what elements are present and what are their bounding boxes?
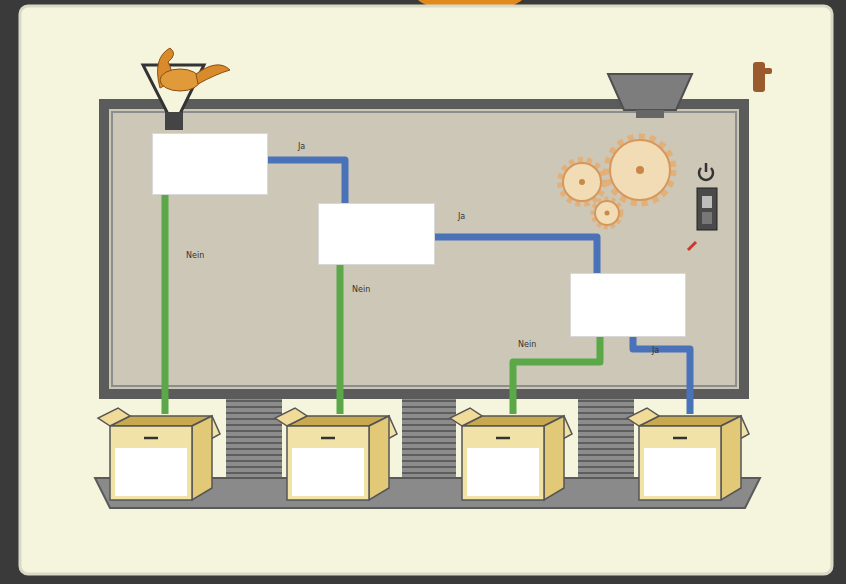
gear-teeth	[607, 137, 673, 203]
carton-label	[467, 448, 539, 496]
output-box	[637, 414, 749, 502]
switch	[697, 188, 717, 230]
connector-pipe	[268, 160, 345, 203]
carton-label	[292, 448, 364, 496]
carton-label	[644, 448, 716, 496]
carton-side	[721, 416, 741, 500]
edge-label: Ja	[458, 212, 465, 221]
carton-flap	[275, 408, 307, 426]
card	[20, 6, 832, 574]
carton-front	[110, 426, 192, 500]
carton-outline	[460, 414, 572, 502]
indicator	[688, 242, 696, 250]
funnel-neck	[165, 112, 183, 130]
carton-label	[115, 448, 187, 496]
edge-label: Nein	[186, 251, 204, 260]
decision-box	[570, 273, 686, 337]
edge-label: Nein	[352, 285, 370, 294]
output-box	[285, 414, 397, 502]
connector-pipe	[633, 337, 690, 414]
machine-leg	[402, 398, 456, 480]
power-symbol	[705, 163, 708, 172]
carton-flap	[450, 408, 482, 426]
carton-side	[369, 416, 389, 500]
log-icon	[762, 68, 772, 74]
machine-leg	[578, 398, 634, 480]
carton-outline	[637, 414, 749, 502]
carton-front	[287, 426, 369, 500]
hopper-neck	[636, 110, 664, 118]
gear	[563, 163, 601, 201]
gear-teeth	[593, 199, 621, 227]
carton-outline	[108, 414, 220, 502]
carton-outline	[285, 414, 397, 502]
carton-front	[462, 426, 544, 500]
carton-handle	[144, 437, 158, 440]
decision-box	[152, 133, 268, 195]
squirrel-tail	[196, 65, 230, 84]
carton-side	[544, 416, 564, 500]
log-icon	[753, 62, 765, 92]
gear-teeth	[560, 160, 604, 204]
switch-knob	[702, 196, 712, 208]
machine-leg	[226, 398, 282, 480]
hopper	[608, 74, 692, 110]
edge-label: Ja	[298, 142, 305, 151]
edge-label: Ja	[652, 346, 659, 355]
gear-hub	[579, 179, 585, 185]
gear	[610, 140, 670, 200]
connector-pipe	[435, 237, 597, 273]
carton-flap	[98, 408, 130, 426]
squirrel-body	[160, 69, 200, 91]
gear	[595, 201, 619, 225]
carton-flap	[627, 408, 659, 426]
edge-label: Nein	[518, 340, 536, 349]
carton-handle	[673, 437, 687, 440]
carton-front	[639, 426, 721, 500]
gear-hub	[605, 211, 610, 216]
switch-knob	[702, 212, 712, 224]
connector-pipe	[513, 337, 600, 414]
output-box	[108, 414, 220, 502]
gear-hub	[636, 166, 644, 174]
output-box	[460, 414, 572, 502]
connector-pipe	[337, 265, 344, 414]
connector-pipe	[162, 195, 169, 414]
decision-box	[318, 203, 435, 265]
carton-side	[192, 416, 212, 500]
machine-frame-inner	[112, 112, 736, 386]
carton-handle	[496, 437, 510, 440]
carton-handle	[321, 437, 335, 440]
